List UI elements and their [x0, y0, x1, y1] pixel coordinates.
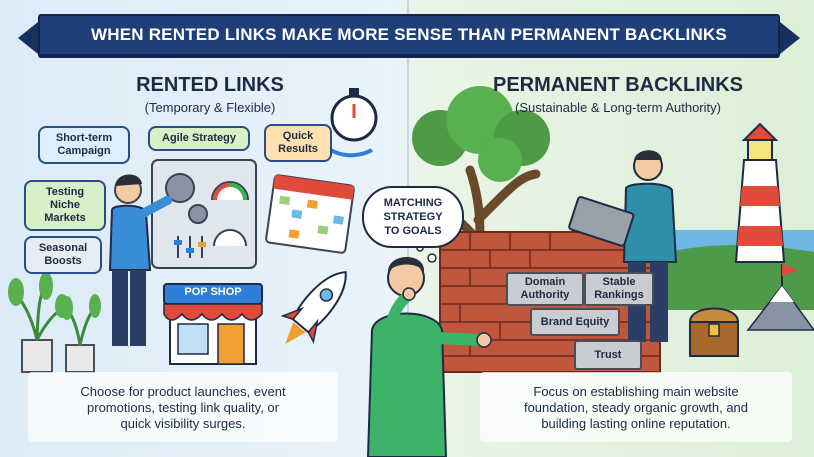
left-caption-background [28, 372, 338, 442]
tag-testing-niche-markets: Testing Niche Markets [24, 180, 106, 231]
banner-title-text: WHEN RENTED LINKS MAKE MORE SENSE THAN P… [91, 25, 727, 44]
banner-title: WHEN RENTED LINKS MAKE MORE SENSE THAN P… [18, 14, 800, 56]
caption-line: Focus on establishing main website [533, 384, 739, 399]
block-trust: Trust [574, 340, 642, 370]
block-brand-equity: Brand Equity [530, 308, 620, 336]
permanent-backlinks-caption: Focus on establishing main website found… [480, 384, 792, 432]
mountain-flag-icon [746, 264, 814, 331]
tag-short-term-campaign: Short-term Campaign [38, 126, 130, 164]
tag-agile-strategy: Agile Strategy [148, 126, 250, 151]
caption-line: Choose for product launches, event [80, 384, 286, 399]
potted-plant-icon [61, 294, 101, 373]
rented-links-title: RENTED LINKS [136, 74, 284, 96]
caption-line: quick visibility surges. [120, 416, 246, 431]
permanent-backlinks-subtitle: (Sustainable & Long-term Authority) [515, 100, 721, 115]
rented-links-caption: Choose for product launches, event promo… [28, 384, 338, 432]
block-stable-rankings: Stable Rankings [584, 272, 654, 306]
bubble-line: STRATEGY [383, 211, 443, 223]
permanent-backlinks-heading: PERMANENT BACKLINKS (Sustainable & Long-… [468, 74, 768, 115]
pop-shop-sign: POP SHOP [184, 286, 242, 298]
thought-bubble: MATCHING STRATEGY TO GOALS [362, 186, 464, 248]
caption-line: foundation, steady organic growth, and [523, 400, 749, 415]
bubble-line: MATCHING [383, 197, 443, 209]
rented-links-subtitle: (Temporary & Flexible) [144, 100, 276, 115]
permanent-backlinks-title: PERMANENT BACKLINKS [493, 74, 743, 96]
potted-plant-icon [8, 272, 69, 373]
bubble-line: TO GOALS [384, 225, 442, 237]
lighthouse-icon [734, 122, 786, 263]
man-at-dashboard [108, 159, 257, 346]
rented-links-heading: RENTED LINKS (Temporary & Flexible) [110, 74, 310, 115]
treasure-chest-icon [688, 307, 740, 357]
caption-line: building lasting online reputation. [541, 416, 731, 431]
caption-line: promotions, testing link quality, or [87, 400, 279, 415]
tag-quick-results: Quick Results [264, 124, 332, 162]
thinking-man [366, 244, 492, 457]
calendar-icon [265, 174, 355, 254]
rocket-icon [280, 270, 347, 345]
tag-seasonal-boosts: Seasonal Boosts [24, 236, 102, 274]
pop-shop-icon [163, 283, 263, 365]
tree-icon [412, 86, 550, 339]
right-caption-background [480, 372, 792, 442]
block-domain-authority: Domain Authority [506, 272, 584, 306]
man-with-block [568, 150, 678, 342]
